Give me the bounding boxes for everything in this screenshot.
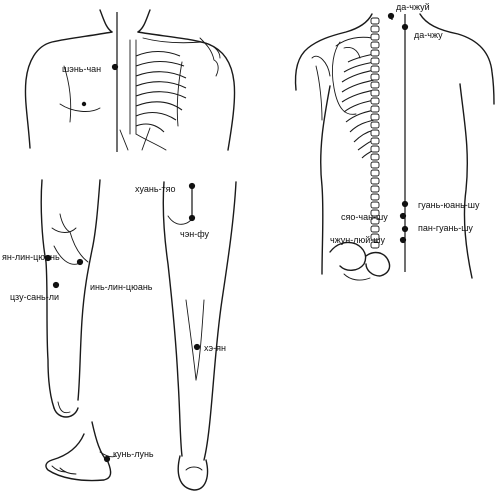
point-shen-chan-dot — [111, 63, 119, 71]
front-ribcage — [129, 37, 221, 151]
point-zhong-lu-shu-dot — [399, 236, 407, 244]
right-leg-figure — [162, 181, 237, 491]
nipple-mark — [81, 101, 87, 107]
label-yang-ling-quan: ян-лин-цюань — [2, 252, 60, 262]
point-guan-yuan-shu-dot — [401, 200, 409, 208]
label-pang-guang-shu: пан-гуань-шу — [418, 223, 473, 233]
label-shen-chan: шэнь-чан — [62, 64, 101, 74]
label-cheng-fu: чэн-фу — [180, 229, 210, 239]
label-yin-ling-quan: инь-лин-цюань — [90, 282, 153, 292]
label-xiao-chang-shu: сяо-чан-шу — [341, 212, 388, 222]
label-da-zhu: да-чжу — [414, 30, 443, 40]
point-huan-tiao-dot — [188, 182, 196, 190]
label-kun-lun: кунь-лунь — [113, 449, 154, 459]
label-he-yang: хэ-ян — [204, 343, 226, 353]
foot-figure — [45, 421, 117, 482]
point-xiao-chang-shu-dot — [399, 212, 407, 220]
label-guan-yuan-shu: гуань-юань-шу — [418, 200, 480, 210]
point-yang-ling-quan-dot — [44, 254, 52, 262]
point-da-zhu-dot — [401, 23, 409, 31]
label-zhong-lu-shu: чжун-люй-шу — [330, 235, 386, 245]
back-torso-figure — [294, 13, 495, 281]
point-pang-guang-shu-dot — [401, 225, 409, 233]
back-spine — [370, 17, 380, 249]
label-zu-san-li: цзу-сань-ли — [10, 292, 59, 302]
point-he-yang-dot — [193, 343, 201, 351]
back-ribcage — [341, 53, 375, 159]
label-da-zhui: да-чжуй — [396, 2, 430, 12]
point-kun-lun-dot — [103, 455, 111, 463]
point-da-zhui-dot — [387, 12, 395, 20]
label-huan-tiao: хуань-тяо — [135, 184, 176, 194]
point-yin-ling-quan-dot — [76, 258, 84, 266]
point-cheng-fu-dot — [188, 214, 196, 222]
point-zu-san-li-dot — [52, 281, 60, 289]
